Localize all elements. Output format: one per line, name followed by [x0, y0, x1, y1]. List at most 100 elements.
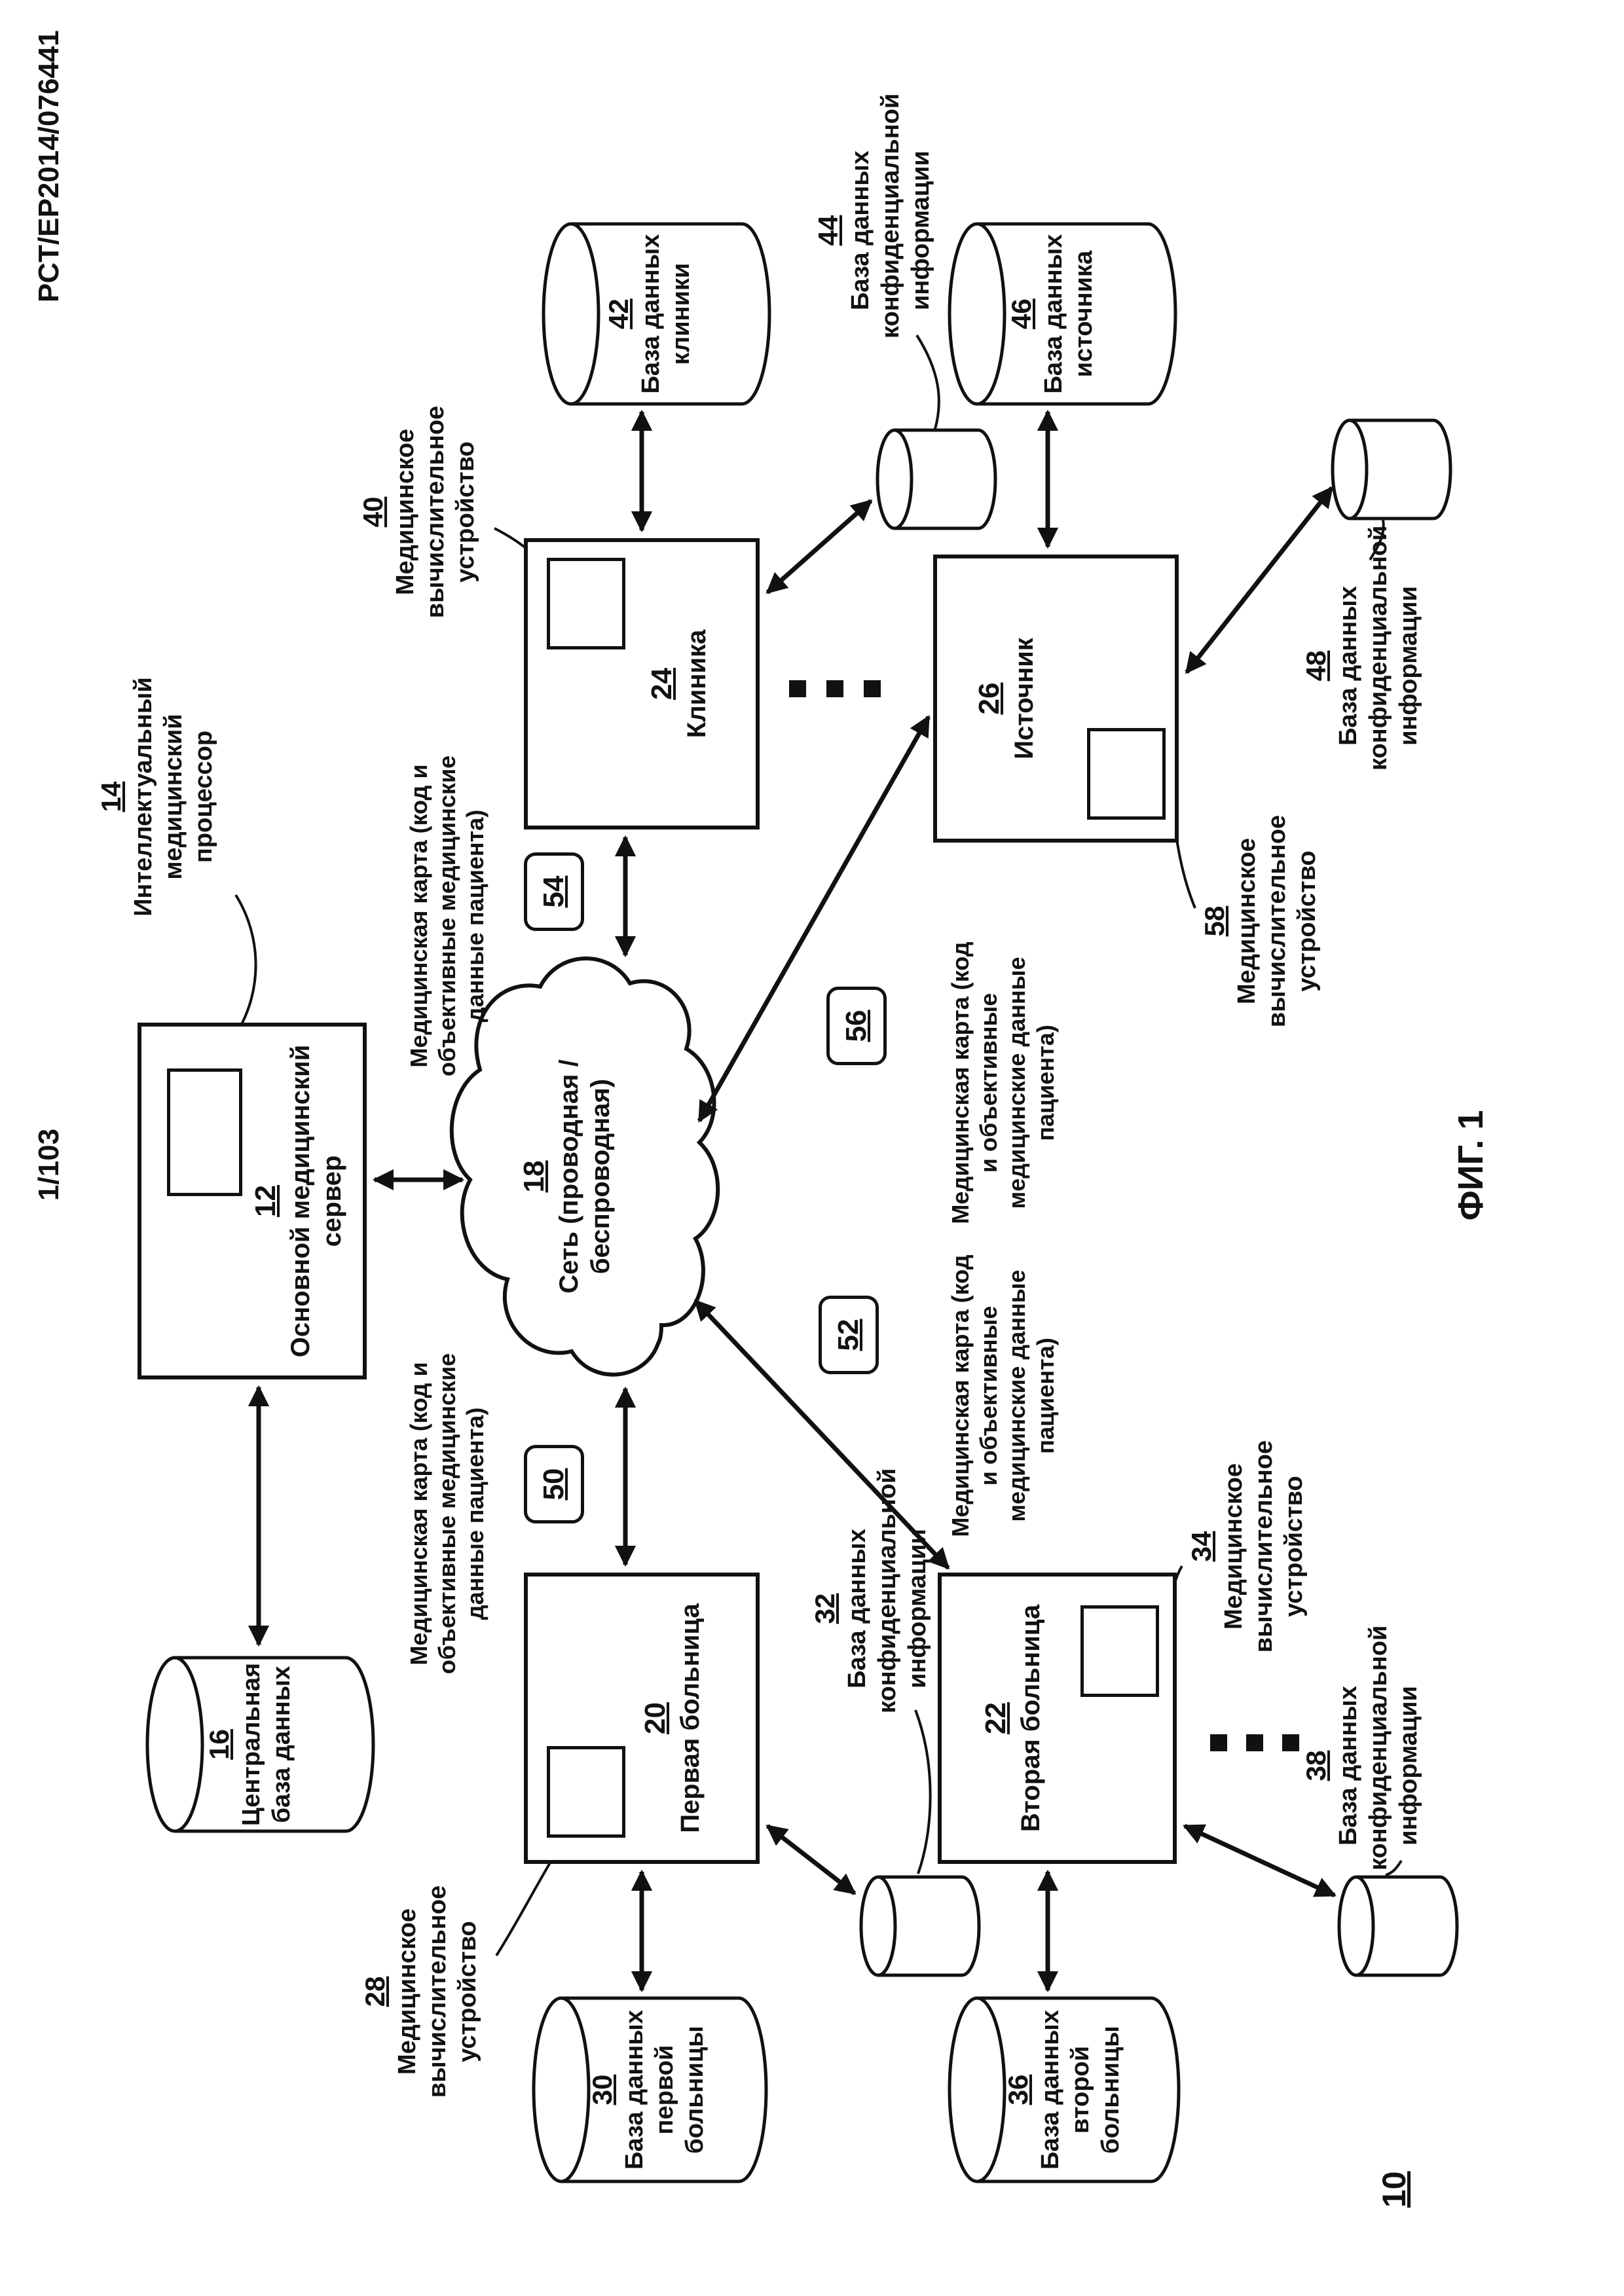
- hospital1-device-rect: [547, 1746, 625, 1838]
- source-db-ref: 46: [1006, 299, 1037, 329]
- leader-conf38-label: [1385, 1859, 1403, 1876]
- hospital2-db-text: База данных второй больницы: [1037, 2010, 1124, 2170]
- system-ref-10: 10: [1376, 2171, 1412, 2208]
- hospital2-db-cylinder: [948, 1996, 1181, 2183]
- conf-db32-label: 32 База данных конфиденциальной информац…: [809, 1468, 932, 1713]
- hospital2-label: 22 Вторая больница: [979, 1576, 1046, 1861]
- device34-ref: 34: [1186, 1531, 1217, 1562]
- network-label: 18 Сеть (проводная / беспроводная): [517, 1013, 616, 1340]
- conf-db44-cylinder: [876, 428, 997, 530]
- clinic-db-label: 42 База данных клиники: [602, 227, 697, 401]
- card50-ref: 50: [538, 1468, 570, 1501]
- conf-db48-cylinder: [1331, 418, 1452, 520]
- device28-ref: 28: [360, 1976, 390, 2007]
- source-device-rect: [1087, 728, 1166, 820]
- device34-text: Медицинское вычислительное устройство: [1220, 1440, 1308, 1653]
- processor-rect: [167, 1068, 242, 1196]
- conf-db32-ref: 32: [809, 1593, 840, 1624]
- device28-text: Медицинское вычислительное устройство: [394, 1885, 481, 2098]
- server-label: 12 Основной медицинский сервер: [249, 1026, 348, 1376]
- central-db-cylinder: [145, 1656, 375, 1833]
- device58-text: Медицинское вычислительное устройство: [1233, 814, 1321, 1028]
- source-ref: 26: [973, 682, 1005, 715]
- device34-label: 34 Медицинское вычислительное устройство: [1185, 1438, 1309, 1654]
- hospital2-db-ref: 36: [1003, 2074, 1033, 2105]
- processor-ref: 14: [96, 781, 126, 812]
- conf-db44-text: База данных конфиденциальной информации: [847, 93, 934, 338]
- processor-label: 14 Интеллектуальный медицинский процессо…: [95, 666, 219, 928]
- conf-db38-cylinder: [1337, 1875, 1459, 1977]
- hospital2-text: Вторая больница: [1016, 1604, 1045, 1832]
- conf-db32-text: База данных конфиденциальной информации: [843, 1468, 931, 1713]
- conf-db48-label: 48 База данных конфиденциальной информац…: [1300, 526, 1424, 771]
- device58-ref: 58: [1199, 905, 1230, 937]
- card52-label: Медицинская карта (код и объективные мед…: [946, 1248, 1060, 1543]
- central-db-text: Центральная база данных: [238, 1662, 295, 1827]
- leader-conf44-label: [915, 334, 940, 429]
- hospital1-label: 20 Первая больница: [638, 1576, 706, 1861]
- processor-text: Интеллектуальный медицинский процессор: [130, 677, 217, 917]
- hospital1-ref: 20: [639, 1702, 671, 1734]
- card56-label: Медицинская карта (код и объективные мед…: [946, 936, 1060, 1230]
- device40-label: 40 Медицинское вычислительное устройство: [357, 404, 481, 620]
- more-clinics-dot-3: [864, 680, 881, 697]
- card50-badge: 50: [524, 1445, 584, 1523]
- card52-text: Медицинская карта (код и объективные мед…: [947, 1254, 1059, 1537]
- hospital2-db-label: 36 База данных второй больницы: [1002, 2001, 1126, 2178]
- more-clinics-dot-2: [826, 680, 843, 697]
- clinic-db-text: База данных клиники: [637, 234, 695, 394]
- more-hospitals-dot-3: [1282, 1734, 1299, 1751]
- central-db-label: 16 Центральная база данных: [203, 1661, 297, 1828]
- source-label: 26 Источник: [972, 558, 1040, 839]
- card56-badge: 56: [826, 987, 887, 1065]
- leader-conf32-label: [914, 1709, 932, 1874]
- conf-db32-cylinder: [859, 1875, 981, 1977]
- card56-text: Медицинская карта (код и объективные мед…: [947, 941, 1059, 1224]
- more-hospitals-dot-2: [1246, 1734, 1263, 1751]
- card52-ref: 52: [832, 1319, 864, 1351]
- card50-text: Медицинская карта (код и объективные мед…: [405, 1353, 489, 1675]
- clinic-db-ref: 42: [603, 299, 634, 329]
- clinic-label: 24 Клиника: [645, 541, 712, 826]
- hospital1-db-ref: 30: [587, 2074, 618, 2105]
- hospital2-ref: 22: [980, 1702, 1012, 1734]
- central-db-ref: 16: [204, 1729, 234, 1760]
- hospital1-db-text: База данных первой больницы: [621, 2010, 709, 2170]
- clinic-device-rect: [547, 558, 625, 649]
- hospital2-device-rect: [1080, 1605, 1159, 1697]
- clinic-text: Клиника: [682, 629, 711, 738]
- network-cloud-shape: [449, 956, 720, 1377]
- card54-text: Медицинская карта (код и объективные мед…: [405, 755, 489, 1077]
- server-ref: 12: [249, 1185, 282, 1217]
- sheet-number: 1/103: [33, 1128, 65, 1201]
- source-db-label: 46 База данных источника: [1005, 227, 1099, 401]
- arrow-clinic-conf44: [766, 499, 873, 594]
- more-hospitals-dot-1: [1210, 1734, 1227, 1751]
- network-ref: 18: [518, 1160, 550, 1193]
- source-text: Источник: [1009, 638, 1039, 759]
- clinic-db-cylinder: [542, 222, 771, 406]
- network-text: Сеть (проводная / беспроводная): [554, 1059, 615, 1294]
- arrow-hospital1-conf32: [766, 1824, 857, 1895]
- conf-db44-ref: 44: [813, 215, 843, 246]
- conf-db38-ref: 38: [1301, 1750, 1331, 1781]
- device58-label: 58 Медицинское вычислительное устройство: [1198, 813, 1322, 1029]
- device40-ref: 40: [358, 496, 388, 528]
- arrow-network-hospital2: [693, 1299, 950, 1570]
- device40-text: Медицинское вычислительное устройство: [392, 405, 479, 619]
- hospital1-db-cylinder: [532, 1996, 768, 2183]
- hospital1-db-label: 30 База данных первой больницы: [586, 2001, 710, 2178]
- card54-label: Медицинская карта (код и объективные мед…: [405, 752, 490, 1080]
- conf-db48-text: База данных конфиденциальной информации: [1335, 525, 1422, 771]
- card54-ref: 54: [538, 875, 570, 908]
- arrow-network-source: [697, 715, 931, 1123]
- arrow-source-conf48: [1185, 486, 1334, 674]
- device28-label: 28 Медицинское вычислительное устройство: [359, 1884, 483, 2100]
- publication-number: PCT/EP2014/076441: [33, 30, 65, 302]
- source-db-cylinder: [948, 222, 1177, 406]
- card50-label: Медицинская карта (код и объективные мед…: [405, 1350, 490, 1677]
- conf-db38-label: 38 База данных конфиденциальной информац…: [1300, 1626, 1424, 1870]
